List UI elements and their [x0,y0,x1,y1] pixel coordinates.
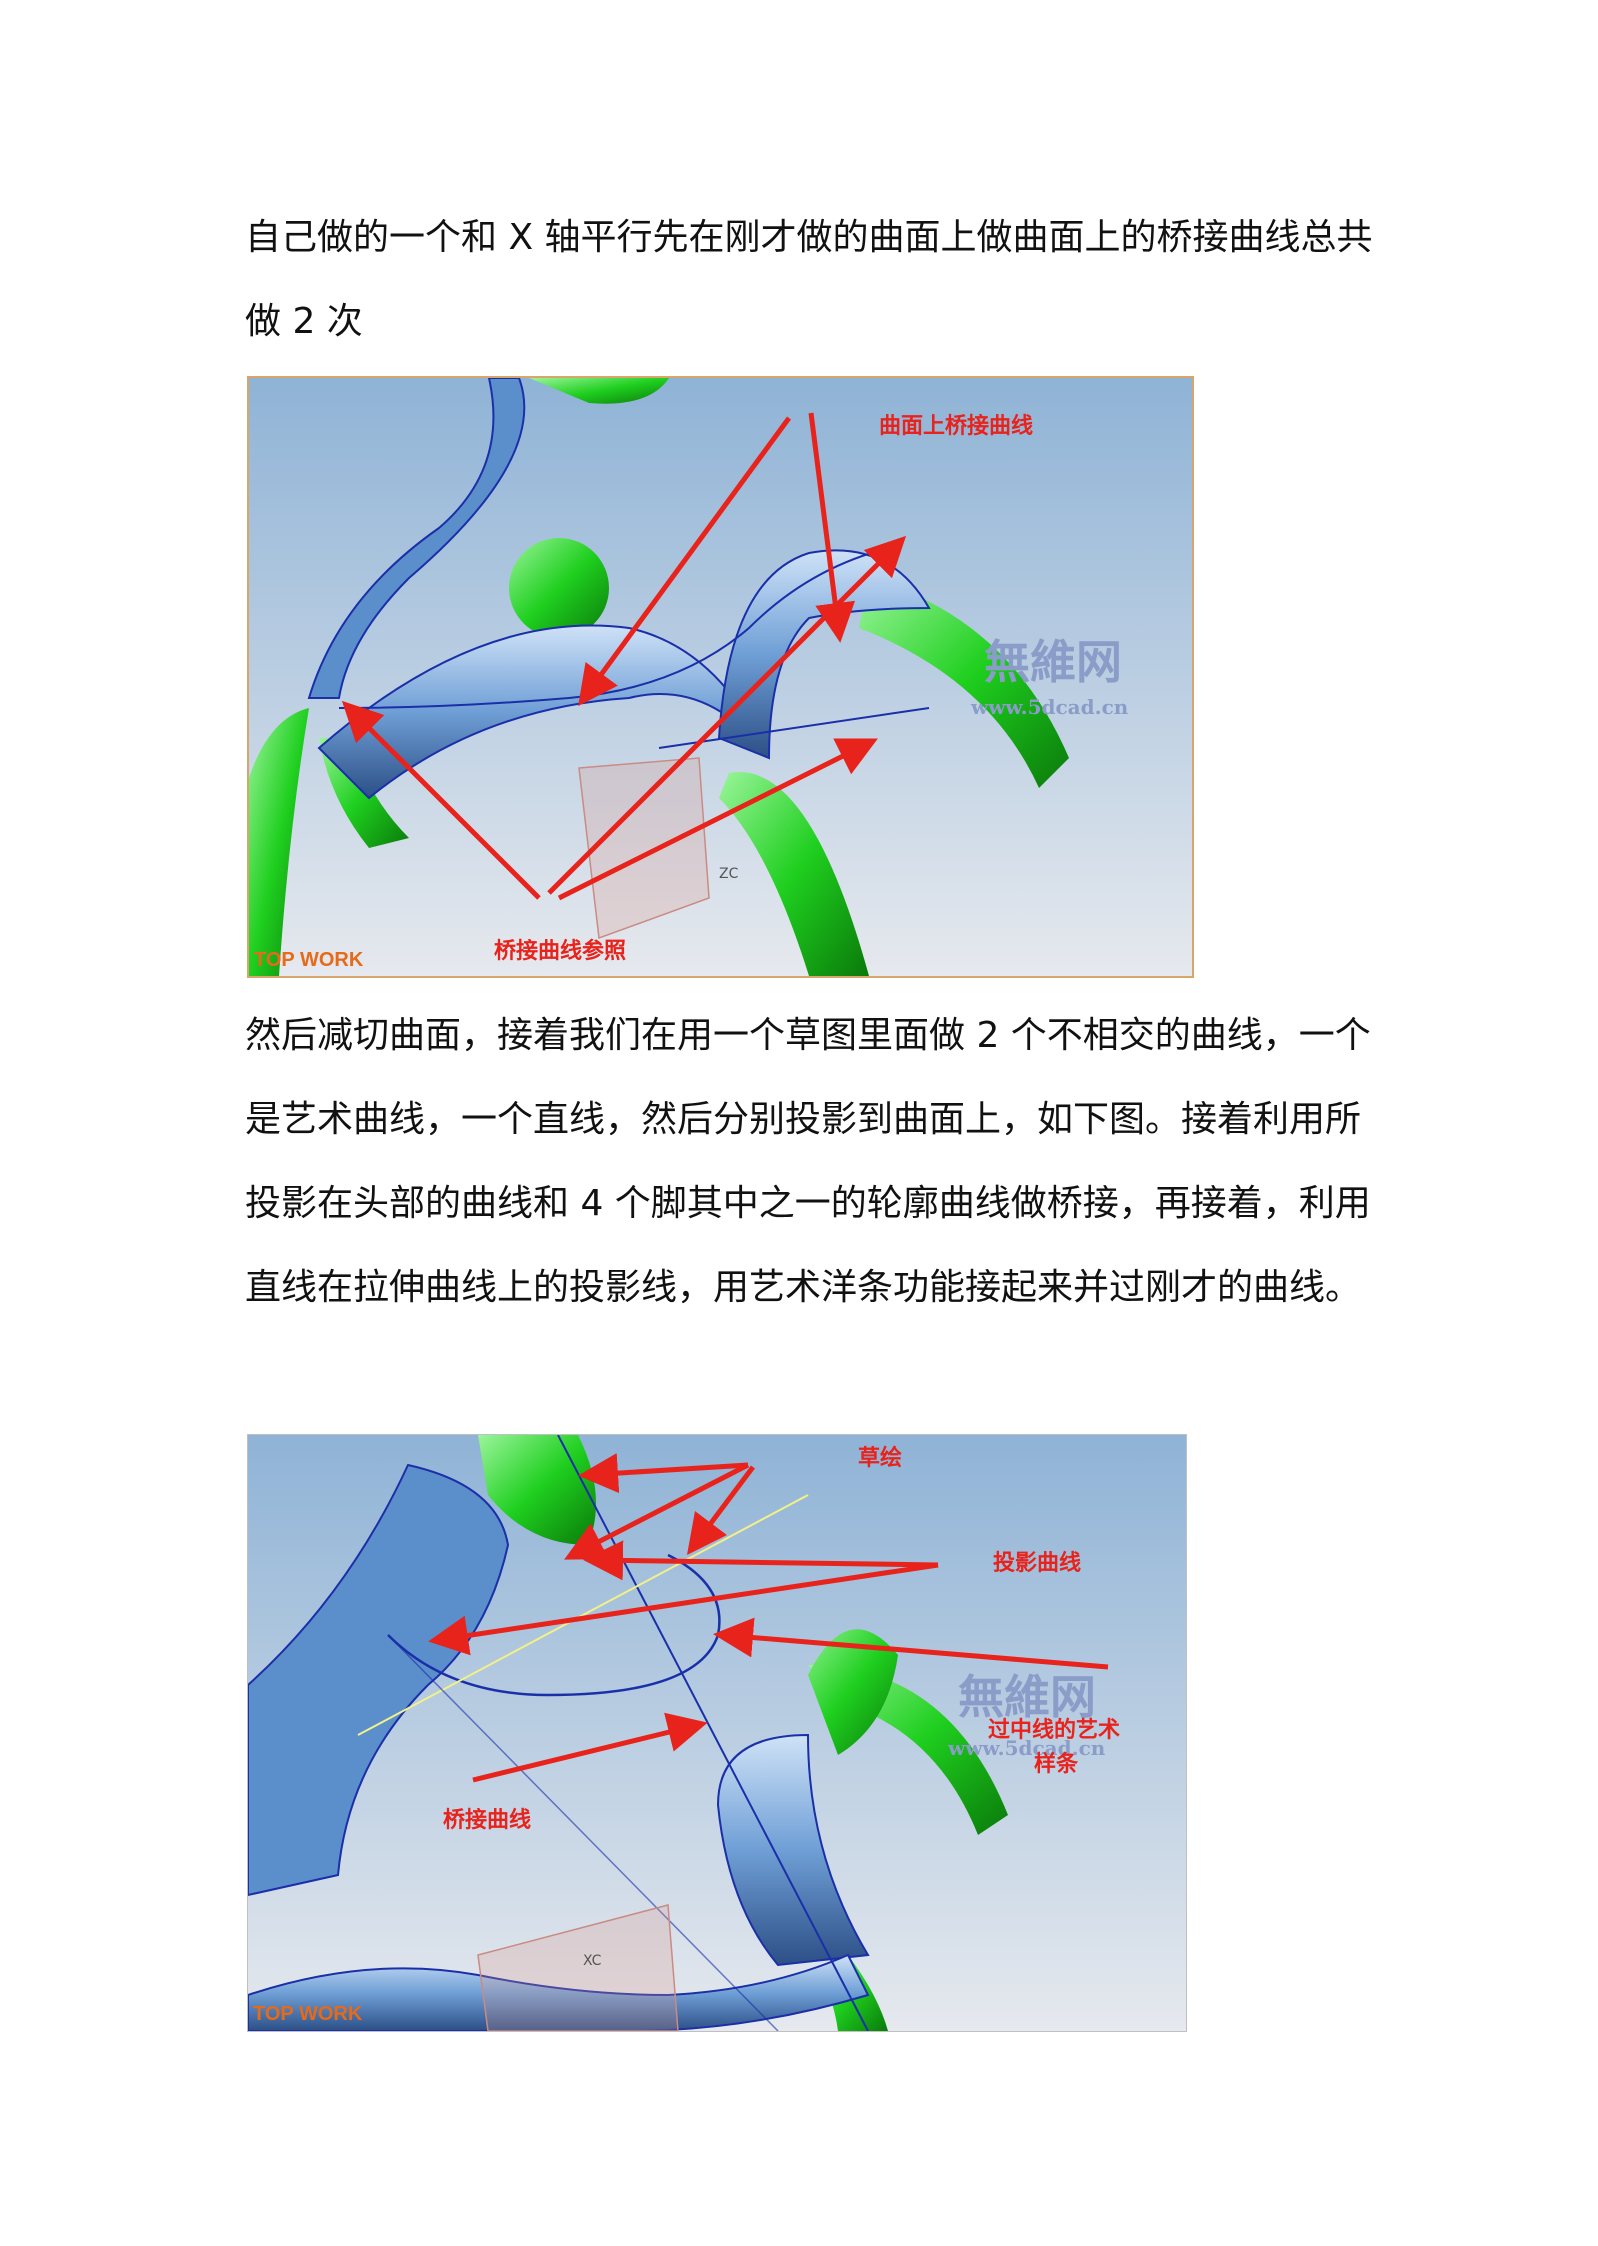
watermark-url: www.5dcad.cn [947,1736,1106,1760]
paragraph-2: 然后减切曲面，接着我们在用一个草图里面做 2 个不相交的曲线，一个是艺术曲线，一… [245,1015,1371,1308]
paragraph-1: 自己做的一个和 X 轴平行先在刚才做的曲面上做曲面上的桥接曲线总共做 2 次 [245,217,1373,342]
green-top [529,378,669,404]
line-sketch [357,1494,809,1736]
arrow-1 [341,700,541,900]
watermark-cn: 無維网 [958,1670,1096,1724]
label-projection: 投影曲线 [993,1550,1081,1576]
arrow-4 [578,416,792,707]
arrow-projection-2 [583,1540,939,1581]
cad-viewport-1: ZC 曲面上桥接曲线 桥接曲线参照 無維网 www.5dcad.cn TOP W… [249,378,1192,976]
watermark-cn: 無維网 [984,635,1122,689]
label-bridge: 桥接曲线 [443,1807,531,1833]
figure-bridge-curve: ZC 曲面上桥接曲线 桥接曲线参照 無維网 www.5dcad.cn TOP W… [247,376,1194,978]
label-spline-line1: 过中线的艺术 [988,1717,1120,1743]
arrow-spline [713,1617,1109,1670]
corner-label: TOP WORK [254,949,364,971]
arrow-sketch-2 [687,1465,755,1555]
label-sketch: 草绘 [858,1445,902,1471]
bridge-curve [387,1634,779,2031]
arrow-5 [808,412,856,643]
watermark-url: www.5dcad.cn [970,695,1129,719]
arrow-sketch-1 [578,1453,749,1494]
green-leg-left [249,708,309,976]
green-leg-right [859,578,1069,788]
axis-label: XC [583,1953,602,1969]
label-top: 曲面上桥接曲线 [879,413,1033,439]
cad-viewport-2: XC 草绘 投影曲线 無維网 www.5dcad.cn 过中线的艺术 样条 桥接… [248,1435,1186,2031]
figure-projection-curve: XC 草绘 投影曲线 無維网 www.5dcad.cn 过中线的艺术 样条 桥接… [247,1434,1187,2032]
green-top [478,1435,596,1545]
label-bottom: 桥接曲线参照 [494,938,626,964]
corner-label: TOP WORK [253,2003,363,2025]
green-right-cap [798,1629,898,1755]
arrow-bridge [472,1712,708,1783]
green-sphere [509,538,609,638]
bridge-curve [338,547,890,709]
axis-label: ZC [719,866,739,882]
label-spline-line2: 样条 [1034,1751,1079,1777]
blue-fin [248,1463,510,1897]
arrow-sketch-3 [564,1462,750,1560]
blue-fin-left [307,378,526,699]
datum-plane [477,1904,679,2031]
blue-right-shell [716,1733,870,1967]
arrow-projection-1 [428,1562,939,1656]
green-leg-center [719,772,869,976]
arrow-3 [557,738,878,901]
